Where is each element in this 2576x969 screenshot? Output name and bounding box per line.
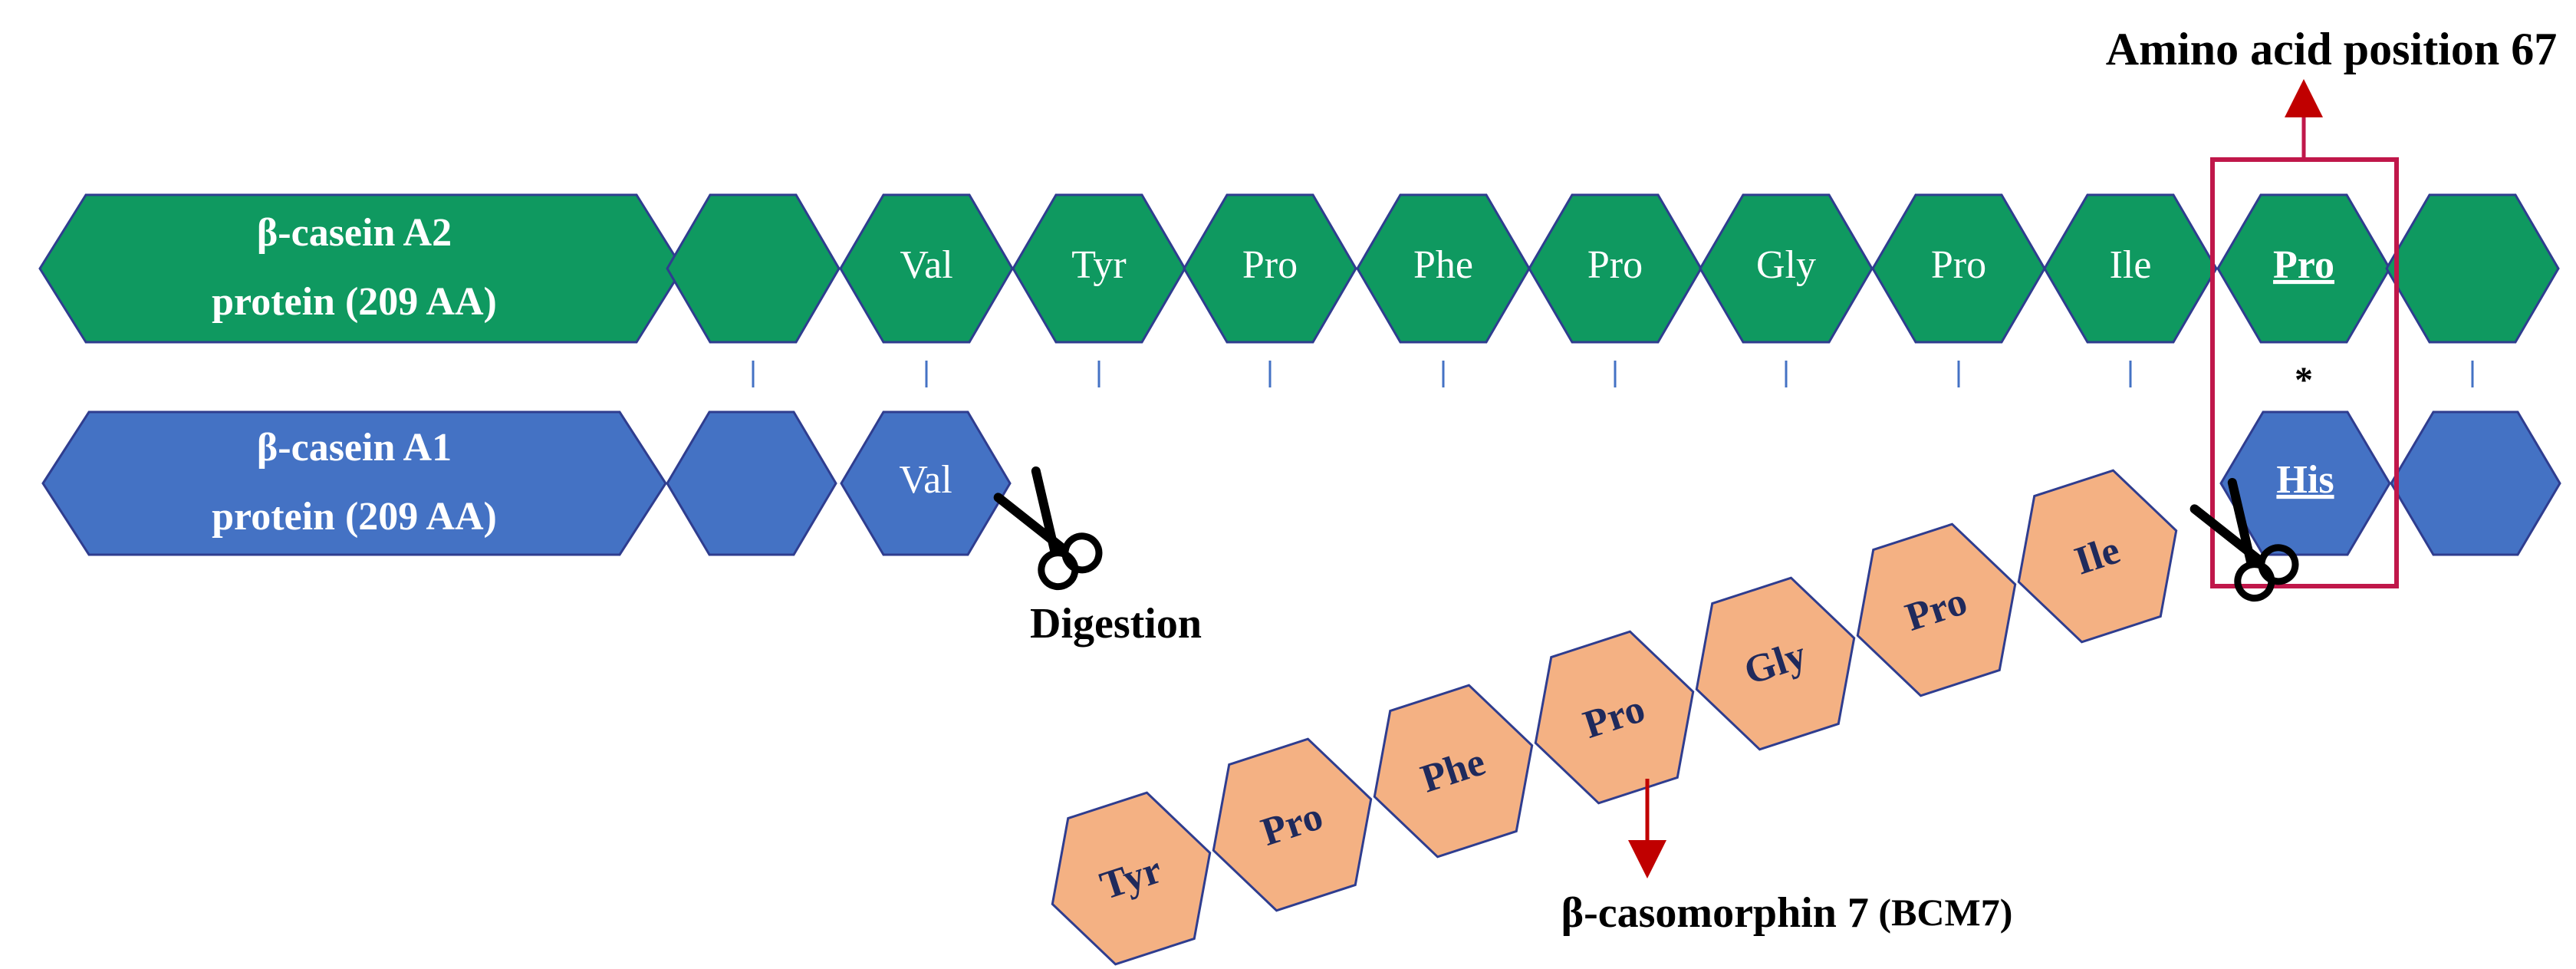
bcm7-residue-hexagon (1856, 522, 2017, 697)
a2-title-line2: protein (209 AA) (212, 280, 497, 324)
digestion-label: Digestion (1030, 600, 1202, 648)
a1-title-line2: protein (209 AA) (212, 495, 497, 539)
bcm7-residue-hexagon (2017, 469, 2178, 644)
scissors-icon (993, 466, 1103, 591)
a2-residue-label: Phe (1413, 243, 1473, 287)
bcm7-residue-hexagon (1051, 791, 1212, 966)
variant-asterisk: * (2295, 360, 2313, 400)
a2-title-line1: β-casein A2 (257, 211, 452, 255)
a1-variant-label: His (2276, 458, 2334, 502)
a1-title-hexagon (41, 410, 667, 556)
a2-residue-label: Pro (1587, 243, 1643, 287)
a2-residue-label: Tyr (1071, 243, 1126, 287)
bcm7-residue: Tyr (1051, 791, 1212, 966)
a2-residue-label: Pro (2273, 243, 2334, 287)
a2-residue-label: Gly (1756, 243, 1816, 287)
a2-residue-hexagon (666, 193, 841, 344)
a1-residue-hexagon (2390, 410, 2561, 556)
bcm7-label: β-casomorphin 7 (BCM7) (1561, 889, 2013, 937)
a2-residue-label: Ile (2110, 243, 2152, 287)
bcm7-residue: Pro (1856, 522, 2017, 697)
a2-residue-hexagon (1183, 193, 1357, 344)
bcm7-residue: Gly (1695, 576, 1856, 751)
position-67-label: Amino acid position 67 (2106, 24, 2557, 74)
a2-protein-row: β-casein A2 protein (209 AA) Val Tyr Pro Phe P… (38, 193, 2560, 344)
bcm7-residue-hexagon (1373, 684, 1534, 859)
bcm7-residue: Ile (2017, 469, 2178, 644)
bcm7-residue: Phe (1373, 684, 1534, 859)
bcm7-residue: Pro (1534, 630, 1695, 805)
bcm7-residue-hexagon (1534, 630, 1695, 805)
bcm7-residue-hexagon (1695, 576, 1856, 751)
a1-residue-label: Val (899, 458, 952, 502)
a2-residue-label: Val (900, 243, 952, 287)
a2-residue-label: Pro (1931, 243, 1986, 287)
alignment-ticks: * (752, 360, 2474, 400)
annotations: Amino acid position 67 Digestion β-casomor… (993, 24, 2557, 937)
a1-residue-hexagon (840, 410, 1012, 556)
a2-residue-label: Pro (1242, 243, 1298, 287)
a1-title-line1: β-casein A1 (257, 426, 452, 470)
bcm7-residue-hexagon (1212, 737, 1373, 912)
a1-protein-row: β-casein A1 protein (209 AA) Val His (41, 410, 2561, 556)
a2-residue-hexagon (2385, 193, 2560, 344)
bcm7-residue: Pro (1212, 737, 1373, 912)
a2-residue-hexagon (2043, 193, 2218, 344)
scissors-icon (2189, 477, 2299, 602)
a1-residue-hexagon (666, 410, 837, 556)
